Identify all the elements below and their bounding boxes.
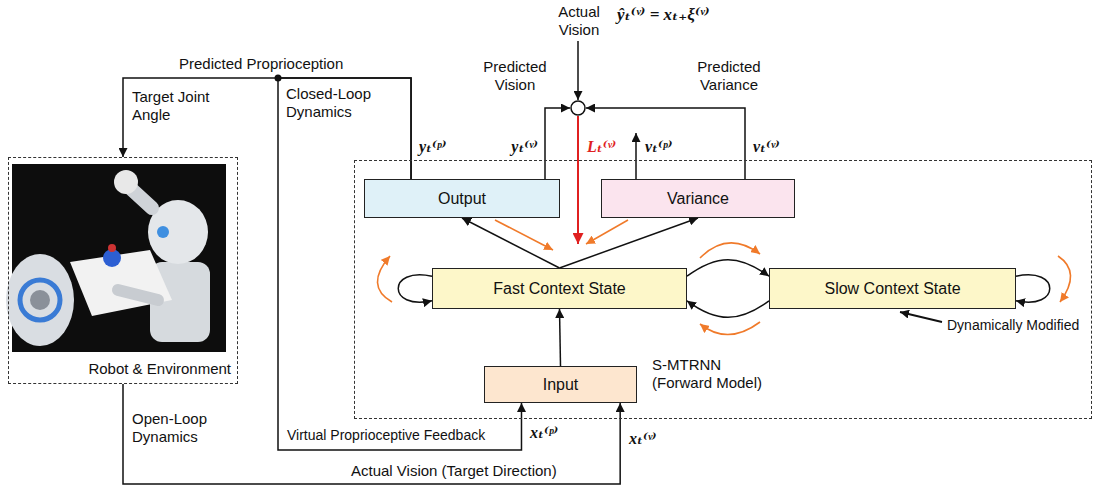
gradient-arrow xyxy=(700,243,760,258)
input-box: Input xyxy=(484,366,637,403)
signal-arrow xyxy=(635,133,637,179)
box-label: Fast Context State xyxy=(493,279,626,298)
connector-arrow xyxy=(123,78,411,179)
box-label: Variance xyxy=(667,189,729,208)
connector-arrow xyxy=(687,301,769,318)
signal-symbol: xₜ⁽ᵛ⁾ xyxy=(628,430,658,448)
signal-arrow xyxy=(586,108,745,179)
robot-head xyxy=(6,254,74,346)
annotation-label: Predicted Vision xyxy=(478,58,552,94)
signal-arrow xyxy=(545,108,570,179)
connector-arrow xyxy=(398,275,432,303)
signal-symbol: xₜ⁽ᵖ⁾ xyxy=(529,424,559,442)
signal-symbol: yₜ⁽ᵛ⁾ xyxy=(510,138,539,156)
signal-symbol: vₜ⁽ᵛ⁾ xyxy=(752,138,781,156)
network-region: S-MTRNN (Forward Model) Output VarianceFas… xyxy=(354,160,1092,419)
robot-arm xyxy=(118,290,158,300)
slow-context-box: Slow Context State xyxy=(769,268,1016,309)
annotation-label: Actual Vision xyxy=(547,3,611,39)
comparator-circle xyxy=(571,101,585,115)
connector-arrow xyxy=(560,218,699,268)
connector-arrow xyxy=(687,260,769,277)
connector-arrow xyxy=(560,309,561,366)
signal-symbol: vₜ⁽ᵖ⁾ xyxy=(644,138,673,156)
gradient-arrow xyxy=(377,256,392,302)
robot-ear-center xyxy=(30,290,50,310)
signal-arrow xyxy=(577,41,579,100)
gradient-arrow xyxy=(1058,256,1071,302)
output-box: Output xyxy=(364,179,560,218)
box-label: Input xyxy=(543,375,579,394)
box-label: Slow Context State xyxy=(824,279,960,298)
gradient-arrow xyxy=(700,322,760,335)
robot-environment-panel: Robot & Environment xyxy=(8,157,238,384)
robot-hand xyxy=(114,170,138,194)
signal-symbol: yₜ⁽ᵖ⁾ xyxy=(418,138,447,156)
region-label: Robot & Environment xyxy=(88,360,231,378)
connector-label: Actual Vision (Target Direction) xyxy=(350,462,558,480)
annotation-label: Closed-Loop Dynamics xyxy=(285,85,379,121)
error-arrow xyxy=(577,116,579,244)
variance-box: Variance xyxy=(601,179,795,218)
ball-top xyxy=(108,244,116,252)
gradient-arrow xyxy=(495,220,553,250)
annotation-label: Dynamically Modified xyxy=(946,316,1080,334)
robot-ear xyxy=(20,280,60,320)
gradient-arrow xyxy=(586,220,628,244)
table xyxy=(70,250,172,316)
signal-symbol: ŷₜ⁽ᵛ⁾ = xₜ₊ξ⁽ᵛ⁾ xyxy=(616,6,711,24)
fast-context-box: Fast Context State xyxy=(432,268,687,309)
pointer-arrow xyxy=(900,312,942,322)
connector-arrow xyxy=(462,218,560,268)
annotation-label: Predicted Proprioception xyxy=(178,55,344,73)
annotation-label: Predicted Variance xyxy=(688,58,770,94)
connector-label: Target Joint Angle xyxy=(131,88,217,124)
region-label: S-MTRNN (Forward Model) xyxy=(652,356,777,392)
box-label: Output xyxy=(438,189,486,208)
connector-arrow xyxy=(1016,275,1050,303)
robot-eye xyxy=(157,226,169,238)
signal-symbol: Lₜ⁽ᵛ⁾ xyxy=(586,138,617,156)
annotation-label: Open-Loop Dynamics xyxy=(131,410,225,446)
connector-label: Virtual Proprioceptive Feedback xyxy=(286,426,486,444)
